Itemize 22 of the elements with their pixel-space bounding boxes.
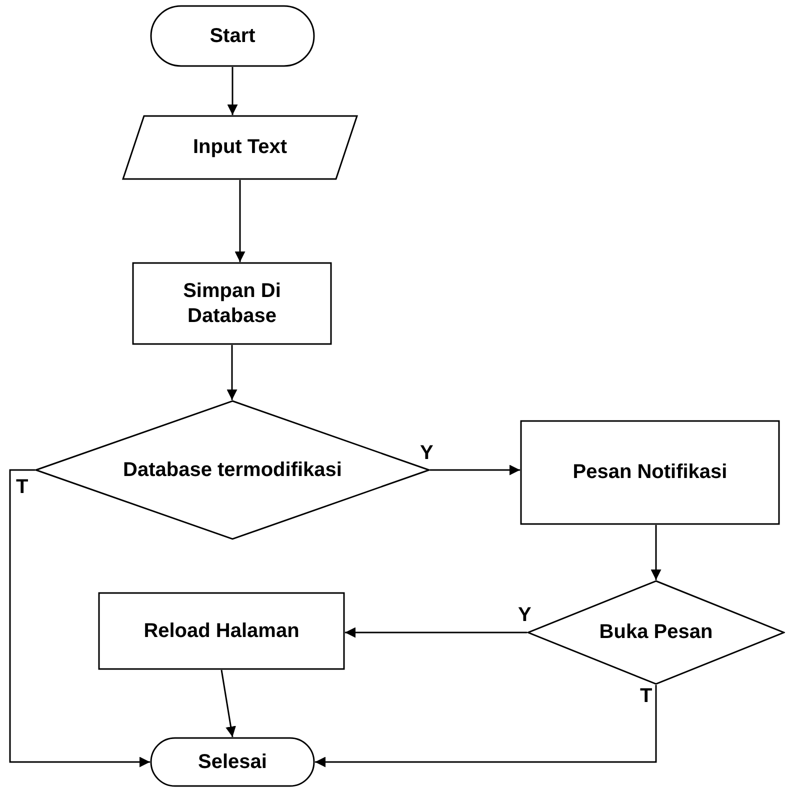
arrow — [226, 345, 238, 400]
node-label: Database termodifikasi — [123, 458, 342, 482]
node-label: Input Text — [192, 135, 288, 160]
arrow — [650, 525, 662, 580]
node-label: Buka Pesan — [599, 620, 713, 645]
process-box — [132, 262, 332, 345]
arrow — [9, 469, 150, 768]
node-label: Pesan Notifikasi — [572, 460, 728, 485]
process-box — [520, 420, 780, 525]
node-label: Selesai — [198, 750, 267, 774]
terminal-shape — [150, 737, 315, 787]
arrow — [234, 180, 246, 262]
node-label: Simpan Di Database — [182, 278, 282, 328]
arrow — [345, 627, 527, 638]
arrow — [220, 670, 236, 738]
arrow — [227, 67, 238, 115]
node-label: Reload Halaman — [144, 618, 300, 644]
process-box — [98, 592, 345, 670]
input-parallelogram — [122, 115, 358, 180]
node-label: Start — [210, 24, 256, 48]
arrow — [430, 464, 520, 476]
arrow — [315, 685, 657, 768]
